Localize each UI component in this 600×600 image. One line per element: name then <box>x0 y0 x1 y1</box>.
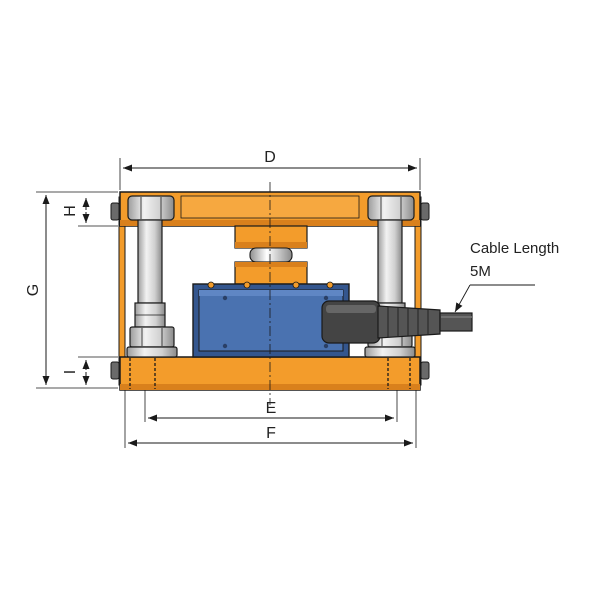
dim-e-label: E <box>266 400 277 417</box>
cable-length-value: 5M <box>470 263 491 280</box>
side-screws <box>110 202 430 380</box>
cable-length-label: Cable Length <box>470 240 559 257</box>
load-cell-body <box>192 281 381 358</box>
extension-lines <box>36 158 421 448</box>
dimension-lines <box>42 164 417 447</box>
left-bolt-assembly <box>126 195 178 358</box>
dim-h-label: H <box>62 205 79 217</box>
dim-f-label: F <box>266 425 276 442</box>
dim-d-label: D <box>264 149 276 166</box>
dim-i-label: I <box>62 370 79 374</box>
load-column <box>234 225 308 285</box>
cable-assembly <box>377 305 473 339</box>
cable-leader <box>454 284 535 313</box>
dim-g-label: G <box>25 284 42 296</box>
